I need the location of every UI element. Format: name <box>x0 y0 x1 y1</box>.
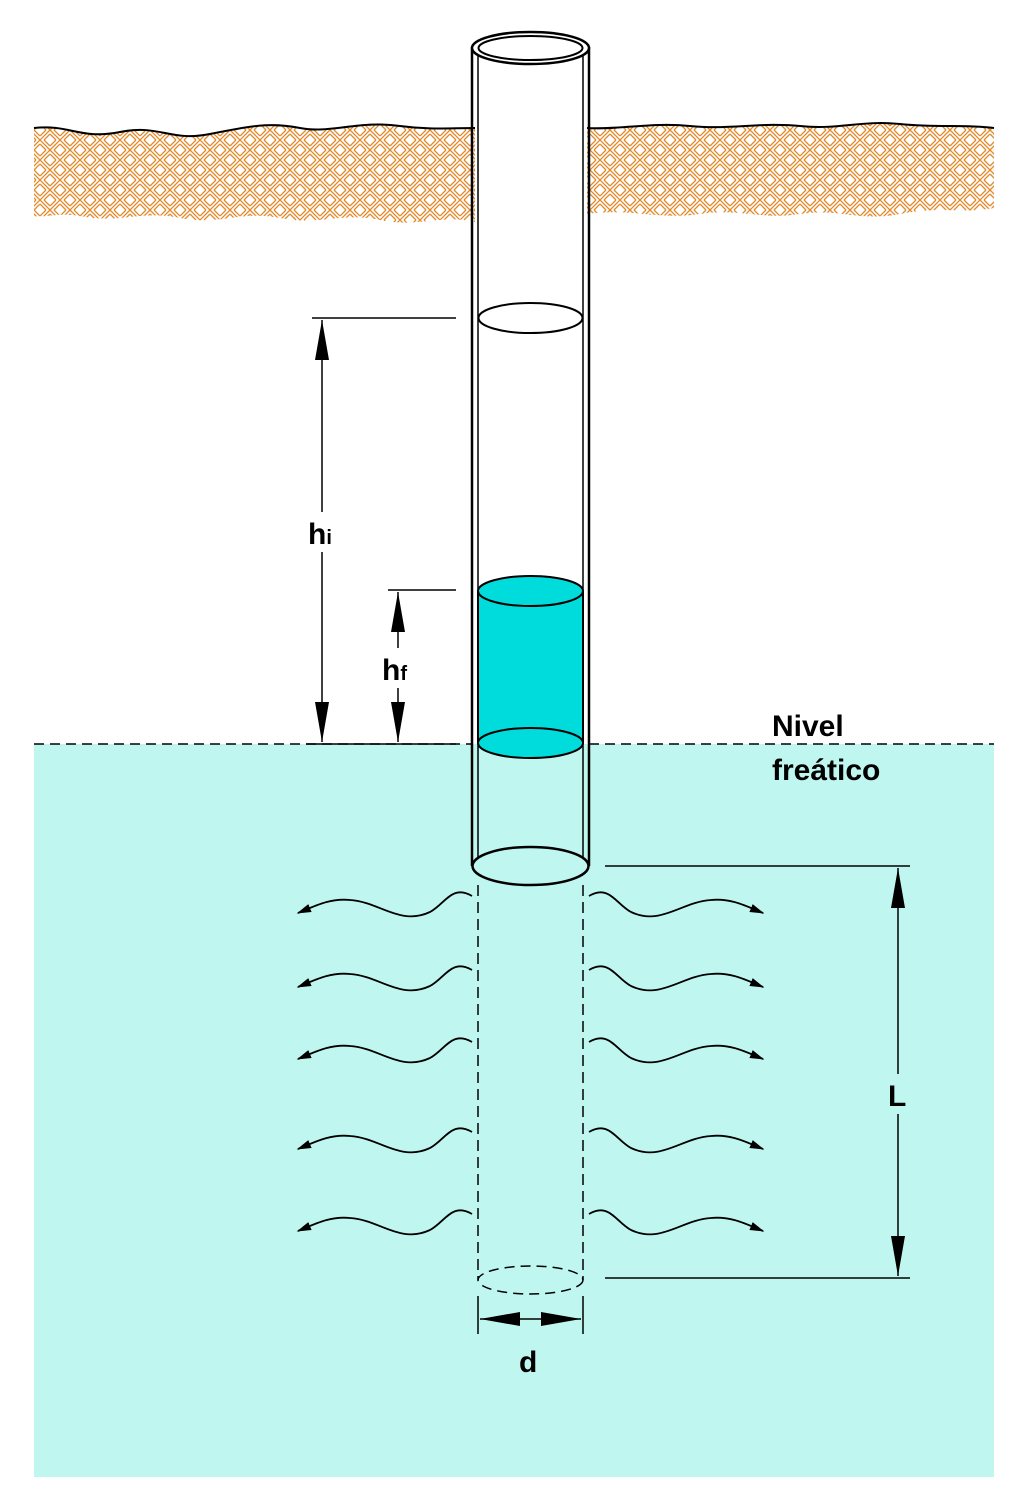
flow-arrow-right-4 <box>588 1127 765 1154</box>
borehole-bottom-ellipse <box>477 1265 584 1295</box>
ground-surface-line <box>33 123 476 138</box>
initial-level-ellipse <box>477 302 584 334</box>
dimension-h-initial: hi <box>302 317 456 745</box>
flow-arrow-right-3 <box>588 1037 765 1064</box>
flow-arrows-right <box>588 891 765 1236</box>
dimension-h-final: hf <box>378 589 456 742</box>
flow-arrow-left-4 <box>296 1127 473 1154</box>
d-arrow-left <box>480 1312 520 1326</box>
tube-bottom-rim <box>471 845 590 887</box>
tube-top-rim-outer <box>470 30 591 66</box>
hf-arrow-bottom <box>391 702 405 742</box>
d-arrow-right <box>541 1312 581 1326</box>
water-surface-ellipse <box>477 575 584 607</box>
flow-arrow-left-2 <box>296 965 473 992</box>
hi-arrow-bottom <box>315 702 329 742</box>
label-h-final: hf <box>382 654 407 687</box>
flow-arrow-right-5 <box>588 1209 765 1236</box>
dimension-length: L <box>605 865 916 1279</box>
flow-arrow-left-3 <box>296 1037 473 1064</box>
flow-arrow-left-5 <box>296 1209 473 1236</box>
dimension-diameter: d <box>477 1296 584 1379</box>
l-arrow-bottom <box>891 1236 905 1276</box>
flow-arrow-left-1 <box>296 891 473 918</box>
ground-surface-line-right <box>586 122 995 130</box>
soil-layer-right <box>587 123 994 217</box>
label-length: L <box>888 1080 906 1113</box>
soil-layer <box>34 124 475 223</box>
label-diameter: d <box>519 1346 537 1379</box>
l-arrow-top <box>891 868 905 908</box>
label-h-initial: hi <box>308 518 332 551</box>
flow-arrow-right-2 <box>588 965 765 992</box>
water-column <box>478 591 583 743</box>
flow-arrow-right-1 <box>588 891 765 918</box>
label-water-table-line2: freático <box>772 754 880 787</box>
water-column-bottom <box>477 727 584 759</box>
hf-arrow-top <box>391 592 405 632</box>
tube-top-rim-inner <box>477 35 584 61</box>
flow-arrows-left <box>296 891 473 1236</box>
hi-arrow-top <box>315 320 329 360</box>
label-water-table-line1: Nivel <box>772 710 844 743</box>
